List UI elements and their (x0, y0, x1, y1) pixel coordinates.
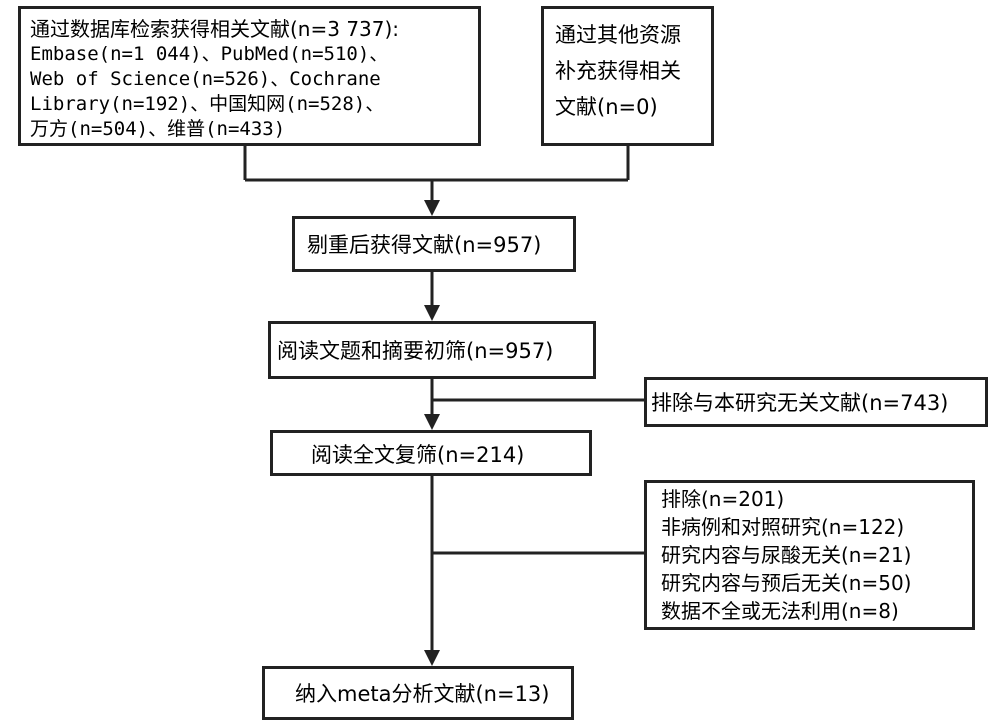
other-sources-line-2: 补充获得相关 (555, 59, 681, 83)
exclude-irrelevant-text: 排除与本研究无关文献(n=743) (651, 391, 949, 415)
arrow-down-icon (424, 200, 440, 216)
exclude-fulltext-line-2: 非病例和对照研究(n=122) (661, 515, 905, 539)
arrow-down-icon (424, 414, 440, 430)
exclude-fulltext-line-3: 研究内容与尿酸无关(n=21) (661, 543, 912, 567)
included-text: 纳入meta分析文献(n=13) (295, 682, 550, 706)
database-search-line-1: 通过数据库检索获得相关文献(n=3 737): (30, 17, 400, 41)
database-search-line-4: Library(n=192)、中国知网(n=528)、 (30, 93, 385, 115)
included-box: 纳入meta分析文献(n=13) (262, 666, 574, 720)
title-abstract-screen-box: 阅读文题和摘要初筛(n=957) (268, 321, 596, 379)
exclude-irrelevant-box: 排除与本研究无关文献(n=743) (644, 377, 988, 427)
other-sources-line-3: 文献(n=0) (555, 95, 658, 119)
database-search-line-3: Web of Science(n=526)、Cochrane (30, 68, 381, 90)
exclude-fulltext-line-5: 数据不全或无法利用(n=8) (661, 599, 899, 623)
arrow-down-icon (424, 650, 440, 666)
after-dedup-text: 剔重后获得文献(n=957) (307, 233, 542, 257)
other-sources-line-1: 通过其他资源 (555, 23, 681, 47)
exclude-fulltext-line-4: 研究内容与预后无关(n=50) (661, 571, 912, 595)
title-abstract-screen-text: 阅读文题和摘要初筛(n=957) (277, 339, 554, 363)
database-search-line-2: Embase(n=1 044)、PubMed(n=510)、 (30, 43, 389, 65)
exclude-fulltext-line-1: 排除(n=201) (661, 487, 785, 511)
database-search-box: 通过数据库检索获得相关文献(n=3 737): Embase(n=1 044)、… (18, 6, 481, 146)
arrow-down-icon (424, 305, 440, 321)
exclude-fulltext-box: 排除(n=201) 非病例和对照研究(n=122) 研究内容与尿酸无关(n=21… (644, 480, 975, 630)
after-dedup-box: 剔重后获得文献(n=957) (292, 216, 576, 272)
fulltext-screen-box: 阅读全文复筛(n=214) (270, 430, 592, 476)
database-search-line-5: 万方(n=504)、维普(n=433) (30, 118, 286, 140)
other-sources-box: 通过其他资源 补充获得相关 文献(n=0) (541, 6, 714, 146)
fulltext-screen-text: 阅读全文复筛(n=214) (311, 443, 525, 467)
